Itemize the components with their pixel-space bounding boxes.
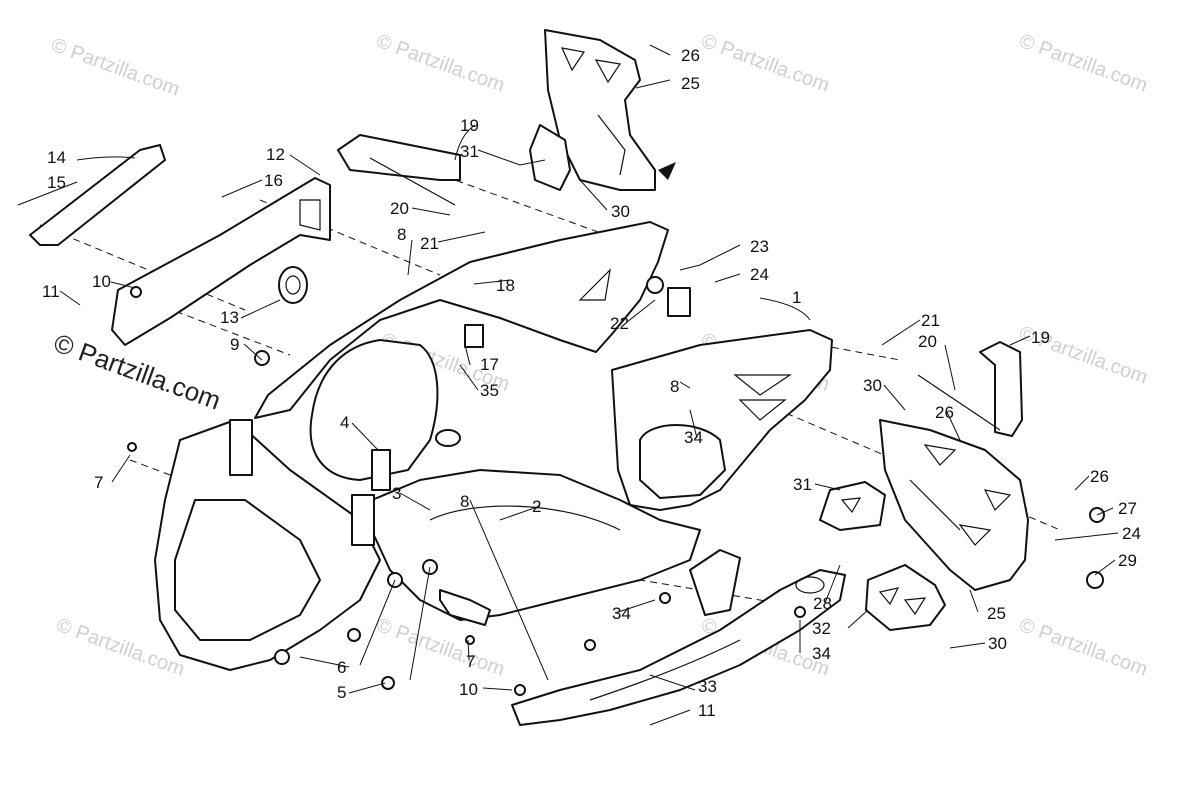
watermark-main: © Partzilla.com [50, 327, 225, 415]
callout-30: 30 [611, 202, 630, 221]
callout-29: 29 [1118, 551, 1137, 570]
upper-bracket [529, 29, 676, 191]
callout-2: 2 [532, 497, 541, 516]
callout-33: 33 [698, 677, 717, 696]
callout-27: 27 [1118, 499, 1137, 518]
callout-12: 12 [266, 145, 285, 164]
callout-32: 32 [812, 619, 831, 638]
callout-16: 16 [264, 171, 283, 190]
callout-20: 20 [390, 199, 409, 218]
callout-34: 34 [612, 604, 631, 623]
callout-14: 14 [47, 148, 66, 167]
watermark-text: © Partzilla.com [1016, 30, 1150, 97]
callout-30: 30 [988, 634, 1007, 653]
callout-10: 10 [92, 272, 111, 291]
hardware [127, 276, 1105, 696]
callout-30: 30 [863, 376, 882, 395]
callout-21: 21 [921, 311, 940, 330]
watermark-text: © Partzilla.com [373, 30, 507, 97]
right-footrest [819, 419, 1029, 631]
callout-26: 26 [935, 403, 954, 422]
callout-15: 15 [47, 173, 66, 192]
callout-28: 28 [813, 594, 832, 613]
callout-labels: 1 2 3 4 5 6 7 7 8 8 8 9 10 10 11 11 12 1… [42, 46, 1141, 720]
callout-21: 21 [420, 234, 439, 253]
callout-26: 26 [681, 46, 700, 65]
callout-8: 8 [670, 377, 679, 396]
callout-13: 13 [220, 308, 239, 327]
callout-31: 31 [793, 475, 812, 494]
callout-10: 10 [459, 680, 478, 699]
watermark-text: © Partzilla.com [373, 614, 507, 681]
watermark-text: © Partzilla.com [698, 30, 832, 97]
callout-24: 24 [750, 265, 769, 284]
callout-26: 26 [1090, 467, 1109, 486]
watermark-text: © Partzilla.com [48, 34, 182, 101]
callout-3: 3 [392, 484, 401, 503]
callout-11: 11 [698, 701, 716, 720]
callout-24: 24 [1122, 524, 1141, 543]
callout-25: 25 [681, 74, 700, 93]
callout-20: 20 [918, 332, 937, 351]
callout-31: 31 [460, 142, 479, 161]
callout-19: 19 [1031, 328, 1050, 347]
callout-6: 6 [337, 658, 346, 677]
callout-34: 34 [812, 644, 831, 663]
running-board [511, 549, 846, 726]
callout-11: 11 [42, 282, 60, 301]
tube-upper [337, 134, 461, 206]
callout-35: 35 [480, 381, 499, 400]
callout-9: 9 [230, 335, 239, 354]
watermark-text: © Partzilla.com [1016, 614, 1150, 681]
chassis-frame [154, 221, 833, 671]
callout-34: 34 [684, 428, 703, 447]
callout-4: 4 [340, 413, 349, 432]
callout-23: 23 [750, 237, 769, 256]
callout-7: 7 [94, 473, 103, 492]
leader-lines [17, 44, 1119, 726]
callout-7: 7 [466, 652, 475, 671]
handle-tube [29, 144, 166, 246]
callout-1: 1 [792, 288, 801, 307]
callout-17: 17 [480, 355, 499, 374]
callout-22: 22 [610, 314, 629, 333]
callout-8: 8 [397, 225, 406, 244]
callout-5: 5 [337, 683, 346, 702]
callout-25: 25 [987, 604, 1006, 623]
callout-18: 18 [496, 276, 515, 295]
front-bumper [111, 177, 331, 346]
bumper-stop [278, 266, 308, 304]
tube-right [917, 341, 1023, 437]
callout-19: 19 [460, 116, 479, 135]
callout-8: 8 [460, 492, 469, 511]
